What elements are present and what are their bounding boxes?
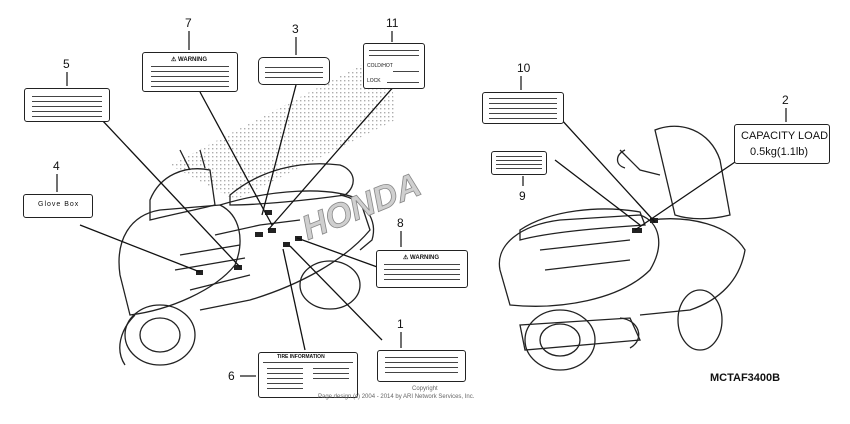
watermark-text: HONDA <box>297 166 427 248</box>
callout-1: 1 <box>397 317 404 331</box>
label-2-line2: 0.5kg(1.1lb) <box>750 146 809 158</box>
callout-2: 2 <box>782 93 789 107</box>
leader-lines <box>79 84 739 351</box>
label-11-text-a: COLD/HOT <box>367 63 393 69</box>
left-scooter <box>118 149 374 366</box>
callout-10: 10 <box>517 61 531 75</box>
callout-6: 6 <box>228 369 235 383</box>
label-11: COLD/HOT LOCK <box>363 43 425 89</box>
label-4-glove-box: Glove Box <box>38 201 80 208</box>
callout-3: 3 <box>292 22 299 36</box>
copyright-line2: Page design (c) 2004 - 2014 by ARI Netwo… <box>318 394 475 400</box>
label-6: TIRE INFORMATION <box>258 352 358 398</box>
callout-4: 4 <box>53 159 60 173</box>
callout-9: 9 <box>519 189 526 203</box>
label-11-text-b: LOCK <box>367 78 381 84</box>
label-7: ⚠ WARNING <box>142 52 238 92</box>
label-2: CAPACITY LOAD 0.5kg(1.1lb) <box>734 124 830 164</box>
callout-8: 8 <box>397 216 404 230</box>
label-1 <box>377 350 466 382</box>
label-8-warning: ⚠ WARNING <box>403 255 440 261</box>
copyright-line1: Copyright <box>412 386 438 392</box>
label-3 <box>258 57 330 85</box>
right-scooter <box>498 125 746 371</box>
label-2-line1: CAPACITY LOAD <box>741 130 829 142</box>
callout-5: 5 <box>63 57 70 71</box>
label-4: Glove Box <box>23 194 93 218</box>
watermark-pattern <box>170 50 395 200</box>
callout-7: 7 <box>185 16 192 30</box>
label-5 <box>24 88 110 122</box>
diagram-code: MCTAF3400B <box>710 372 781 384</box>
callout-ticks <box>56 31 787 377</box>
label-9 <box>491 151 547 175</box>
callout-numbers: 5 7 3 11 4 8 1 6 10 2 9 <box>53 16 789 383</box>
label-8: ⚠ WARNING <box>376 250 468 288</box>
label-6-header: TIRE INFORMATION <box>277 354 325 360</box>
label-7-warning: ⚠ WARNING <box>171 57 208 63</box>
callout-11: 11 <box>386 16 399 30</box>
label-10 <box>482 92 564 124</box>
